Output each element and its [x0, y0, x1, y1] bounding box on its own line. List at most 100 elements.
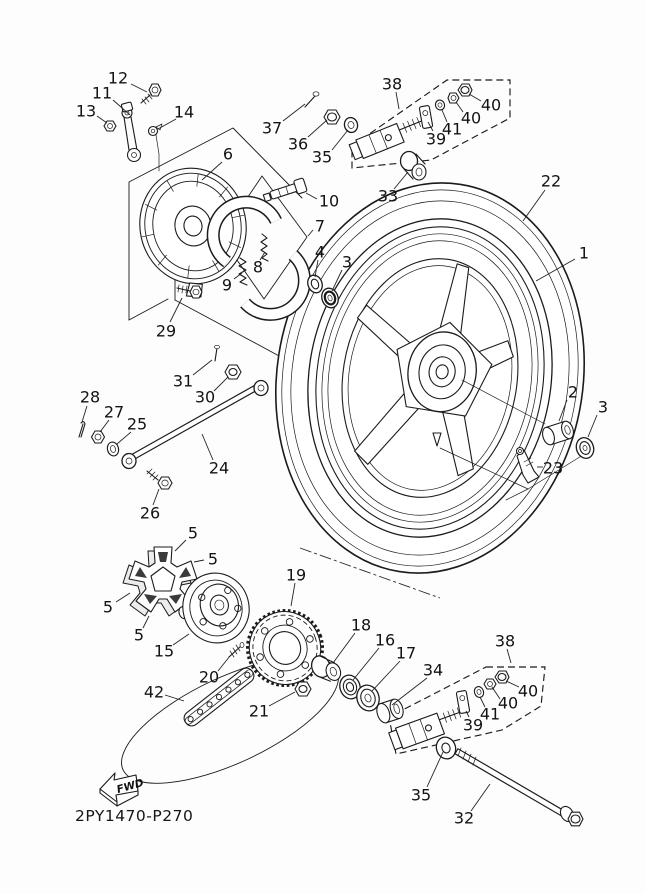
part-callout-35: 35 — [312, 148, 332, 167]
leader-line-6 — [201, 161, 223, 181]
washer-41-bottom — [473, 686, 485, 698]
leader-line-17 — [371, 660, 401, 692]
part-callout-26: 26 — [140, 504, 160, 523]
washer-35-bottom — [435, 736, 457, 760]
part-callout-25: 25 — [127, 415, 147, 434]
leader-line-42 — [164, 694, 185, 702]
part-callout-11: 11 — [92, 84, 112, 103]
part-callout-10: 10 — [319, 192, 339, 211]
chain-puller-bottom — [388, 670, 510, 751]
leader-line-13 — [96, 115, 108, 124]
part-code: 2PY1470-P270 — [75, 807, 193, 825]
part-callout-3: 3 — [342, 253, 352, 272]
part-callout-8: 8 — [253, 258, 263, 277]
brake-shoe-springs — [238, 233, 269, 286]
leader-line-21 — [268, 691, 296, 707]
leader-line-40 — [468, 93, 482, 102]
part-callout-39: 39 — [463, 716, 483, 735]
leader-line-26 — [152, 488, 160, 506]
leader-line-39 — [427, 121, 434, 132]
part-callout-17: 17 — [396, 644, 416, 663]
pin-31 — [214, 344, 220, 362]
bushing-18 — [310, 655, 342, 682]
part-callout-40: 40 — [461, 109, 481, 128]
axis-lines — [299, 379, 584, 599]
leader-line-27 — [99, 419, 110, 433]
leader-line-35 — [331, 129, 349, 151]
nut-21 — [294, 681, 312, 697]
washer-41-top — [434, 99, 446, 111]
collar-2 — [542, 420, 574, 446]
part-callout-7: 7 — [315, 217, 325, 236]
leader-line-37 — [282, 103, 306, 122]
torque-rod-24 — [121, 379, 269, 470]
part-callout-41: 41 — [442, 120, 462, 139]
leader-line-5 — [142, 615, 150, 629]
axle-32 — [454, 747, 584, 827]
fwd-arrow: FWD — [99, 772, 145, 807]
part-callout-5: 5 — [103, 598, 113, 617]
part-callout-38: 38 — [382, 75, 402, 94]
leader-line-4 — [314, 259, 319, 278]
leader-line-2 — [558, 399, 568, 422]
part-callout-21: 21 — [249, 702, 269, 721]
part-callout-1: 1 — [579, 244, 589, 263]
bearing-17 — [356, 684, 380, 712]
leader-line-40 — [491, 686, 501, 700]
part-callout-3: 3 — [598, 398, 608, 417]
part-callout-40: 40 — [481, 96, 501, 115]
leader-line-8 — [259, 251, 266, 261]
brake-camshaft — [262, 177, 308, 203]
part-callout-14: 14 — [174, 103, 194, 122]
leader-line-5 — [193, 559, 205, 563]
leader-line-41 — [441, 109, 448, 123]
part-callout-6: 6 — [223, 145, 233, 164]
part-callout-20: 20 — [199, 668, 219, 687]
part-callout-5: 5 — [188, 524, 198, 543]
nut-13 — [103, 120, 117, 132]
part-callout-34: 34 — [423, 661, 443, 680]
leader-line-3 — [587, 414, 598, 438]
leader-line-5 — [174, 539, 187, 552]
leader-line-12 — [130, 83, 148, 93]
part-callout-5: 5 — [134, 626, 144, 645]
leader-line-18 — [332, 632, 356, 664]
adjuster-plate-39-top — [418, 105, 434, 129]
wheel-assembly — [275, 182, 585, 574]
part-callout-5: 5 — [208, 550, 218, 569]
part-callout-9: 9 — [222, 276, 232, 295]
bearing-3-right — [575, 437, 595, 459]
chain-puller-top — [348, 83, 473, 161]
nut-40-top-inner — [447, 92, 460, 104]
leader-line-30 — [213, 376, 229, 392]
nut-40-bottom-outer — [494, 670, 510, 684]
leader-line-40 — [455, 101, 464, 113]
rim — [315, 226, 545, 530]
leader-line-33 — [393, 171, 409, 190]
part-callout-18: 18 — [351, 616, 371, 635]
bolt-29 — [176, 284, 203, 299]
leader-line-5 — [115, 592, 131, 603]
part-callout-16: 16 — [375, 631, 395, 650]
part-callout-35: 35 — [411, 786, 431, 805]
oil-seal-4 — [307, 274, 323, 294]
part-callout-24: 24 — [209, 459, 229, 478]
stud-20 — [228, 642, 245, 658]
part-callout-4: 4 — [315, 243, 325, 262]
leader-line-3 — [331, 269, 343, 292]
part-callout-27: 27 — [104, 403, 124, 422]
leader-line-32 — [470, 783, 491, 812]
clutch-hub-15 — [178, 572, 250, 644]
collar-34 — [376, 698, 404, 724]
leader-line-1 — [535, 258, 576, 282]
part-callout-29: 29 — [156, 322, 176, 341]
pin-37 — [304, 91, 320, 108]
brake-shoes — [206, 195, 311, 321]
leader-line-7 — [307, 229, 314, 237]
part-callout-41: 41 — [480, 705, 500, 724]
part-callout-12: 12 — [108, 69, 128, 88]
part-callout-37: 37 — [262, 119, 282, 138]
